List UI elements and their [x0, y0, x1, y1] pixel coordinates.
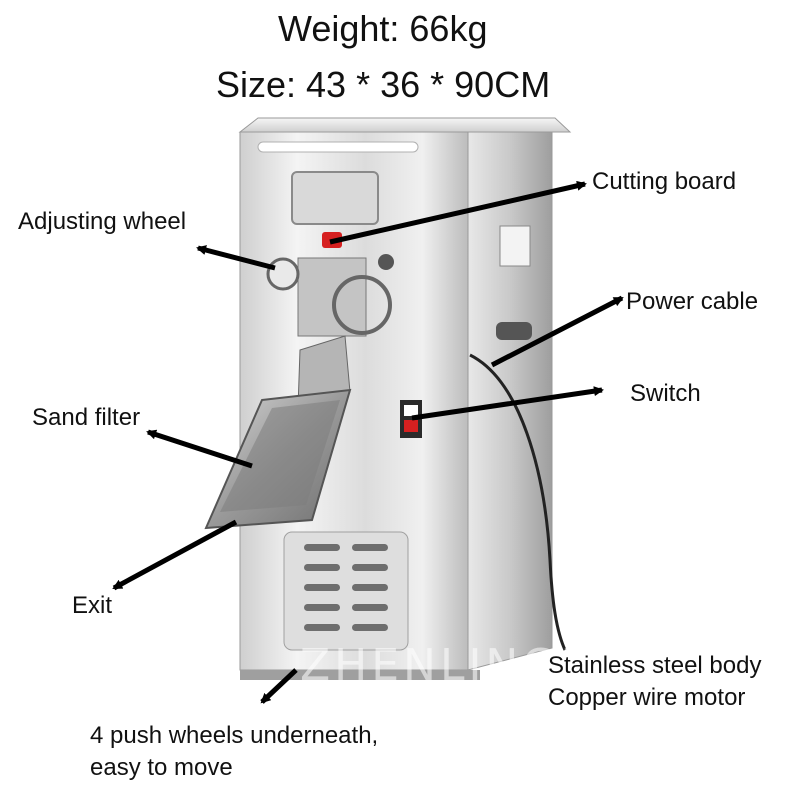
watermark: ZHENLINGKEJI: [300, 640, 660, 691]
vent-slots: [304, 544, 388, 631]
vent-slot: [352, 604, 388, 611]
machine-base: [240, 670, 480, 680]
arrow-adjusting-wheel: [196, 245, 276, 271]
milling-drum: [332, 275, 392, 335]
arrow-wheels: [260, 668, 298, 704]
arrow-switch: [411, 386, 604, 421]
side-vent: [496, 322, 532, 340]
power-cable: [469, 353, 567, 651]
weight-spec: Weight: 66kg: [278, 8, 488, 49]
vent-slot: [304, 604, 340, 611]
adjusting-wheel: [266, 257, 300, 291]
vent-slot: [304, 624, 340, 631]
vent-slot: [304, 544, 340, 551]
label-sand-filter: Sand filter: [32, 404, 141, 431]
label-power-cable: Power cable: [626, 288, 759, 315]
size-spec: Size: 43 * 36 * 90CM: [216, 64, 551, 105]
vent-slot: [352, 624, 388, 631]
switch-off: [404, 420, 418, 432]
side-bolt: [378, 254, 394, 270]
front-window: [291, 171, 379, 225]
name-plate: [499, 225, 531, 267]
switch-on: [404, 405, 418, 416]
vent-slot: [352, 564, 388, 571]
label-exit: Exit: [72, 592, 113, 619]
arrow-power-cable: [490, 295, 624, 368]
lid-handle: [257, 141, 419, 153]
label-body: Stainless steel body: [548, 652, 762, 679]
vent-slot: [304, 564, 340, 571]
arrow-cutting-board: [329, 180, 587, 245]
vent-slot: [304, 584, 340, 591]
arrow-sand-filter: [146, 429, 253, 469]
lower-vent-panel: [283, 531, 409, 651]
arrow-exit: [112, 519, 238, 591]
label-wheels-line2: easy to move: [90, 754, 233, 781]
top-lid: [238, 117, 572, 133]
label-switch: Switch: [630, 380, 701, 407]
label-adjusting-wheel: Adjusting wheel: [18, 208, 187, 235]
label-wheels-line1: 4 push wheels underneath,: [90, 722, 379, 749]
milling-block: [297, 257, 367, 337]
vent-slot: [352, 584, 388, 591]
label-motor: Copper wire motor: [548, 684, 746, 711]
vent-slot: [352, 544, 388, 551]
chute-inner: [220, 400, 340, 512]
label-cutting-board: Cutting board: [592, 168, 737, 195]
